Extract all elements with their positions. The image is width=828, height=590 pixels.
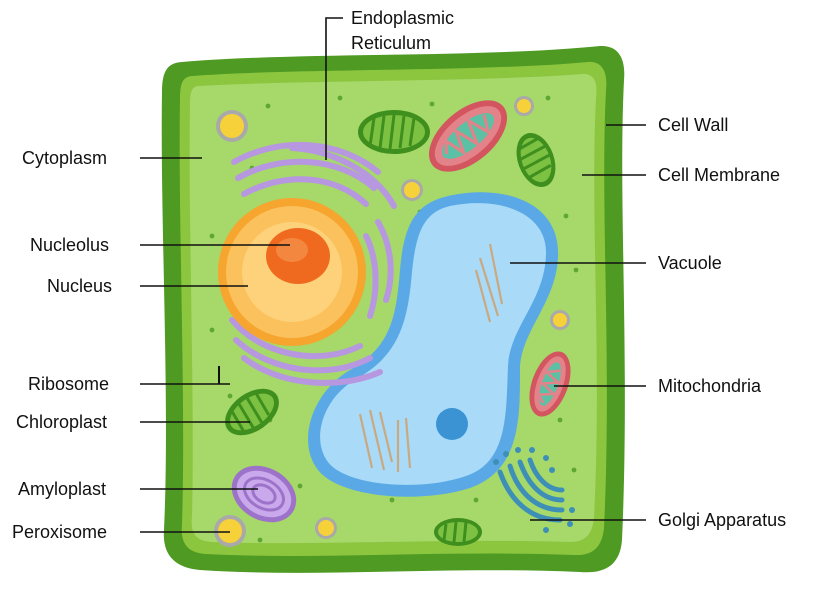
label-endoplasmic-reticulum-line2: Reticulum	[351, 33, 431, 53]
nucleolus-highlight	[276, 238, 308, 262]
label-cell-wall: Cell Wall	[658, 115, 728, 135]
label-nucleus: Nucleus	[47, 276, 112, 296]
vacuole-crystal	[436, 408, 468, 440]
chloroplast-top	[358, 110, 430, 154]
label-chloroplast: Chloroplast	[16, 412, 107, 432]
chloroplast-bottom	[434, 518, 482, 546]
label-mitochondria: Mitochondria	[658, 376, 762, 396]
label-cell-membrane: Cell Membrane	[658, 165, 780, 185]
label-golgi-apparatus: Golgi Apparatus	[658, 510, 786, 530]
label-peroxisome: Peroxisome	[12, 522, 107, 542]
label-cytoplasm: Cytoplasm	[22, 148, 107, 168]
label-ribosome: Ribosome	[28, 374, 109, 394]
label-vacuole: Vacuole	[658, 253, 722, 273]
label-nucleolus: Nucleolus	[30, 235, 109, 255]
label-endoplasmic-reticulum-line1: Endoplasmic	[351, 8, 454, 28]
label-amyloplast: Amyloplast	[18, 479, 106, 499]
